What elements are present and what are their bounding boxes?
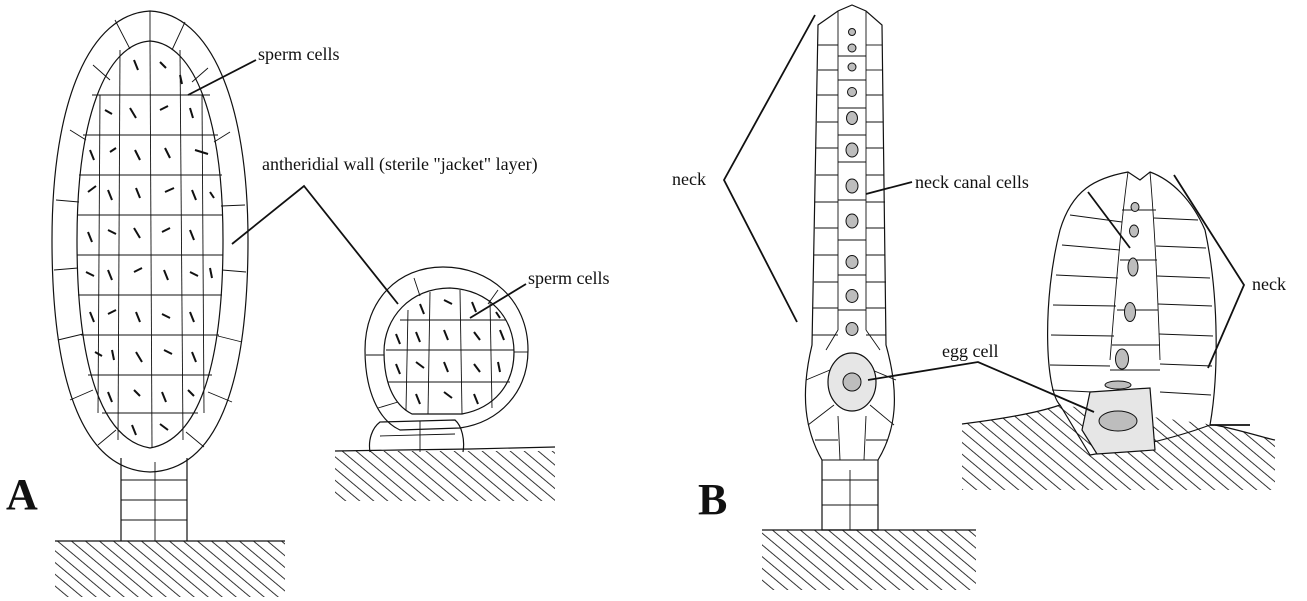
pointer-sperm-cells-tall (188, 60, 256, 95)
panel-label-a: A (6, 470, 38, 519)
round-antheridium (365, 267, 528, 452)
egg-nucleus-left (843, 373, 861, 391)
neck-canal-cells-left (846, 29, 858, 336)
spermatogenous-cell-walls (77, 41, 223, 448)
panel-label-b: B (698, 475, 727, 524)
label-neck-left: neck (672, 169, 706, 189)
pointer-sperm-cells-small (470, 284, 526, 318)
round-antheridium-wall (365, 267, 528, 430)
substrate-a-left (55, 541, 285, 597)
left-archegonium (805, 5, 896, 530)
pointer-neck-canal-cells-right (1088, 192, 1130, 248)
label-sperm-cells-small: sperm cells (528, 268, 609, 288)
label-antheridial-wall: antheridial wall (sterile "jacket" layer… (262, 154, 538, 175)
panel-b: neck neck canal cells neck egg cell B (672, 5, 1286, 590)
label-sperm-cells-tall: sperm cells (258, 44, 339, 64)
substrate-a-right (335, 447, 555, 501)
bracket-neck-right (1174, 175, 1244, 368)
label-neck-canal-cells: neck canal cells (915, 172, 1029, 192)
egg-nucleus-right (1099, 411, 1137, 431)
label-neck-right: neck (1252, 274, 1286, 294)
bracket-neck-left (724, 15, 815, 322)
antheridium-stalk (121, 458, 187, 541)
substrate-b-left (762, 530, 976, 590)
pointer-neck-canal-cells-left (866, 182, 912, 194)
neck-canal-cells-right (1105, 203, 1139, 390)
label-egg-cell: egg cell (942, 341, 998, 361)
panel-a: sperm cells antheridial wall (sterile "j… (6, 11, 609, 597)
pointer-antheridial-wall (232, 186, 398, 304)
